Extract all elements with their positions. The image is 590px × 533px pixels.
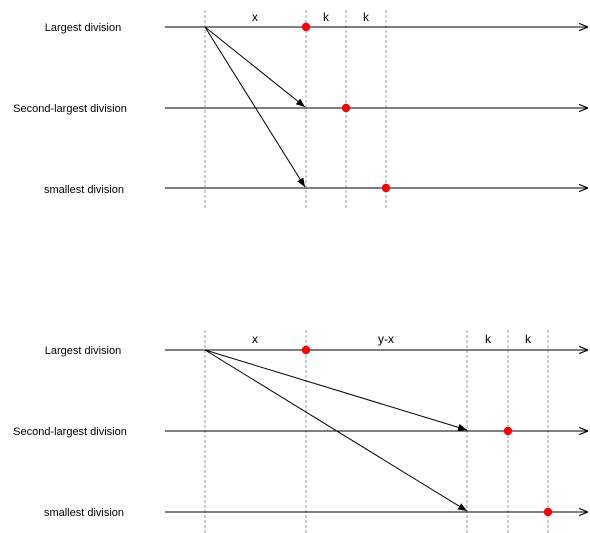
- message-arrow: [204, 349, 468, 431]
- message-arrow: [204, 26, 306, 108]
- event-marker: [381, 183, 391, 193]
- row-label: Second-largest division: [13, 426, 127, 438]
- segment-label: k: [323, 10, 330, 24]
- event-marker: [301, 22, 311, 32]
- segment-label: k: [525, 332, 532, 346]
- segment-label: k: [363, 10, 370, 24]
- row-label: Largest division: [45, 22, 121, 34]
- row-label: Largest division: [45, 345, 121, 357]
- event-marker: [301, 345, 311, 355]
- segment-label: k: [485, 332, 492, 346]
- segment-label: x: [252, 10, 258, 24]
- panel-bottom: x y-x k k Largest division Second-larges…: [13, 330, 588, 533]
- row-label: smallest division: [44, 507, 124, 519]
- event-marker: [503, 426, 513, 436]
- segment-label: y-x: [378, 332, 394, 346]
- event-marker: [543, 507, 553, 517]
- segment-label: x: [252, 332, 258, 346]
- row-label: smallest division: [44, 184, 124, 196]
- panel-top: x k k Largest division Second-largest di…: [13, 10, 588, 210]
- row-label: Second-largest division: [13, 103, 127, 115]
- message-arrow: [204, 26, 306, 188]
- message-arrow: [204, 349, 468, 512]
- event-marker: [341, 103, 351, 113]
